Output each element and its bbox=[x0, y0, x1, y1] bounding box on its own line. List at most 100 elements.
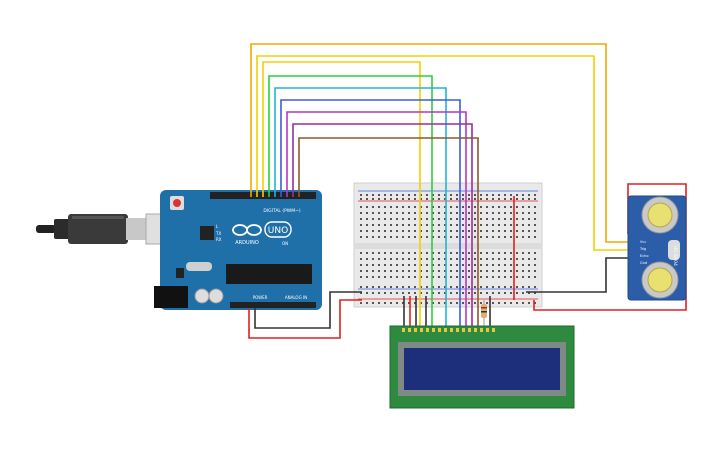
breadboard-hole bbox=[528, 218, 530, 220]
breadboard-hole bbox=[390, 258, 392, 260]
breadboard-hole bbox=[390, 230, 392, 232]
breadboard-hole bbox=[414, 286, 416, 288]
breadboard-hole bbox=[528, 270, 530, 272]
breadboard-hole bbox=[360, 258, 362, 260]
breadboard-hole bbox=[522, 206, 524, 208]
breadboard-hole bbox=[480, 236, 482, 238]
breadboard-hole bbox=[402, 264, 404, 266]
wire-purple[interactable] bbox=[286, 111, 467, 326]
breadboard-hole bbox=[468, 194, 470, 196]
wire-green[interactable] bbox=[268, 75, 433, 326]
breadboard-hole bbox=[384, 206, 386, 208]
breadboard-hole bbox=[378, 212, 380, 214]
breadboard-hole bbox=[444, 218, 446, 220]
breadboard-hole bbox=[384, 302, 386, 304]
breadboard-hole bbox=[534, 236, 536, 238]
breadboard-hole bbox=[384, 224, 386, 226]
breadboard-hole bbox=[402, 236, 404, 238]
breadboard-hole bbox=[408, 236, 410, 238]
wire-orange[interactable] bbox=[250, 43, 628, 243]
breadboard-hole bbox=[402, 224, 404, 226]
breadboard-hole bbox=[360, 230, 362, 232]
breadboard-hole bbox=[390, 224, 392, 226]
breadboard-hole bbox=[438, 212, 440, 214]
breadboard-hole bbox=[432, 292, 434, 294]
breadboard-hole bbox=[498, 252, 500, 254]
wire-magenta[interactable] bbox=[292, 123, 473, 326]
breadboard-hole bbox=[402, 276, 404, 278]
breadboard-hole bbox=[510, 198, 512, 200]
wire-cyan[interactable] bbox=[274, 87, 447, 326]
breadboard-hole bbox=[420, 302, 422, 304]
breadboard bbox=[353, 182, 543, 308]
breadboard-hole bbox=[432, 302, 434, 304]
lcd-pin bbox=[408, 328, 411, 332]
breadboard-hole bbox=[408, 198, 410, 200]
breadboard-hole bbox=[426, 236, 428, 238]
breadboard-hole bbox=[468, 206, 470, 208]
breadboard-hole bbox=[438, 264, 440, 266]
breadboard-hole bbox=[486, 218, 488, 220]
usb-chip bbox=[200, 226, 214, 240]
breadboard-hole bbox=[486, 230, 488, 232]
lcd-pin bbox=[420, 328, 423, 332]
breadboard-hole bbox=[486, 302, 488, 304]
reset-button-cap[interactable] bbox=[173, 199, 181, 207]
breadboard-hole bbox=[528, 292, 530, 294]
breadboard-hole bbox=[456, 292, 458, 294]
breadboard-hole bbox=[486, 270, 488, 272]
breadboard-hole bbox=[480, 212, 482, 214]
breadboard-hole bbox=[516, 276, 518, 278]
breadboard-hole bbox=[432, 276, 434, 278]
wire-yellow[interactable] bbox=[256, 55, 628, 251]
breadboard-hole bbox=[486, 206, 488, 208]
wire-blue[interactable] bbox=[280, 99, 461, 326]
breadboard-hole bbox=[414, 236, 416, 238]
breadboard-hole bbox=[390, 286, 392, 288]
breadboard-hole bbox=[444, 258, 446, 260]
wire-5v[interactable] bbox=[248, 299, 362, 339]
breadboard-hole bbox=[438, 206, 440, 208]
breadboard-hole bbox=[504, 230, 506, 232]
breadboard-hole bbox=[390, 276, 392, 278]
wire-yellow-lcd[interactable] bbox=[262, 61, 421, 326]
wire-sensor-gnd[interactable] bbox=[526, 257, 628, 293]
breadboard-hole bbox=[396, 286, 398, 288]
breadboard-hole bbox=[474, 276, 476, 278]
breadboard-hole bbox=[504, 264, 506, 266]
lcd-pin bbox=[462, 328, 465, 332]
breadboard-hole bbox=[390, 292, 392, 294]
breadboard-hole bbox=[510, 286, 512, 288]
breadboard-hole bbox=[414, 264, 416, 266]
breadboard-hole bbox=[474, 292, 476, 294]
breadboard-hole bbox=[498, 236, 500, 238]
breadboard-hole bbox=[426, 194, 428, 196]
breadboard-hole bbox=[498, 230, 500, 232]
breadboard-hole bbox=[366, 276, 368, 278]
breadboard-hole bbox=[474, 194, 476, 196]
breadboard-hole bbox=[534, 276, 536, 278]
breadboard-hole bbox=[390, 252, 392, 254]
breadboard-hole bbox=[468, 292, 470, 294]
breadboard-hole bbox=[516, 236, 518, 238]
breadboard-hole bbox=[456, 276, 458, 278]
breadboard-hole bbox=[456, 198, 458, 200]
wire-gnd[interactable] bbox=[254, 291, 362, 329]
lcd-pin bbox=[486, 328, 489, 332]
breadboard-hole bbox=[432, 206, 434, 208]
breadboard-hole bbox=[444, 198, 446, 200]
breadboard-hole bbox=[396, 302, 398, 304]
breadboard-hole bbox=[390, 270, 392, 272]
breadboard-hole bbox=[516, 194, 518, 196]
arduino-infinity-logo-icon bbox=[232, 224, 262, 236]
breadboard-hole bbox=[426, 252, 428, 254]
breadboard-hole bbox=[468, 198, 470, 200]
breadboard-hole bbox=[468, 270, 470, 272]
breadboard-hole bbox=[432, 194, 434, 196]
breadboard-hole bbox=[396, 258, 398, 260]
breadboard-hole bbox=[486, 286, 488, 288]
breadboard-hole bbox=[456, 236, 458, 238]
breadboard-hole bbox=[528, 236, 530, 238]
wire-brown[interactable] bbox=[298, 137, 479, 326]
capacitor bbox=[208, 288, 224, 304]
